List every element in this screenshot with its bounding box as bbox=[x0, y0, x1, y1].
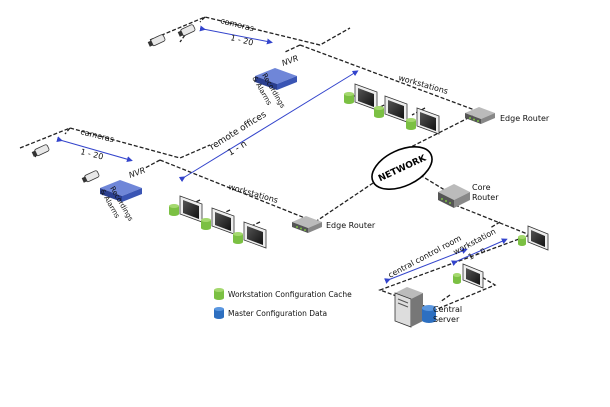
camera-icon bbox=[147, 34, 166, 47]
legend: Workstation Configuration Cache Master C… bbox=[214, 288, 352, 319]
central-server-line-1: Central bbox=[433, 305, 462, 314]
workstation-icon bbox=[374, 95, 408, 123]
router-icon bbox=[465, 107, 495, 124]
site-a-nvr-label: NVR bbox=[281, 54, 300, 68]
blue-arrows bbox=[56, 25, 508, 284]
central-server-icon bbox=[394, 287, 436, 328]
network-cloud: NETWORK bbox=[371, 146, 433, 190]
connection-lines bbox=[19, 16, 531, 311]
router-icon bbox=[292, 216, 322, 233]
legend-label-cache: Workstation Configuration Cache bbox=[228, 290, 352, 299]
nvr-icon bbox=[255, 68, 297, 90]
workstation-icon bbox=[201, 207, 235, 235]
legend-item-master: Master Configuration Data bbox=[214, 307, 327, 319]
site-b-cameras-label: cameras bbox=[80, 127, 116, 144]
workstation-icon bbox=[453, 263, 484, 289]
site-a-cameras-range: 1 - 20 bbox=[230, 33, 255, 47]
core-router-line-1: Core bbox=[472, 183, 491, 192]
camera-icon bbox=[177, 24, 196, 37]
site-a-workstations-label: workstations bbox=[397, 73, 449, 96]
core-router-line-2: Router bbox=[472, 193, 499, 202]
site-b-cameras-range: 1 - 20 bbox=[80, 147, 105, 161]
site-b-workstations-label: workstations bbox=[227, 182, 279, 205]
site-b-router-label: Edge Router bbox=[326, 221, 376, 230]
workstation-icon bbox=[344, 83, 378, 111]
legend-label-master: Master Configuration Data bbox=[228, 309, 327, 318]
workstation-icon bbox=[406, 107, 440, 135]
central-server-line-2: Server bbox=[433, 315, 460, 324]
camera-icon bbox=[81, 170, 100, 183]
legend-item-cache: Workstation Configuration Cache bbox=[214, 288, 352, 300]
site-a-cameras-label: cameras bbox=[220, 16, 256, 33]
workstation-icon bbox=[233, 221, 267, 249]
site-a-router-label: Edge Router bbox=[500, 114, 550, 123]
core-router-icon bbox=[438, 184, 470, 208]
nvr-icon bbox=[100, 180, 142, 202]
workstation-icon bbox=[518, 225, 549, 251]
camera-icon bbox=[31, 144, 50, 157]
workstation-icon bbox=[169, 195, 203, 223]
central-room-label: central control room bbox=[387, 233, 463, 279]
site-b-nvr-label: NVR bbox=[128, 166, 147, 180]
